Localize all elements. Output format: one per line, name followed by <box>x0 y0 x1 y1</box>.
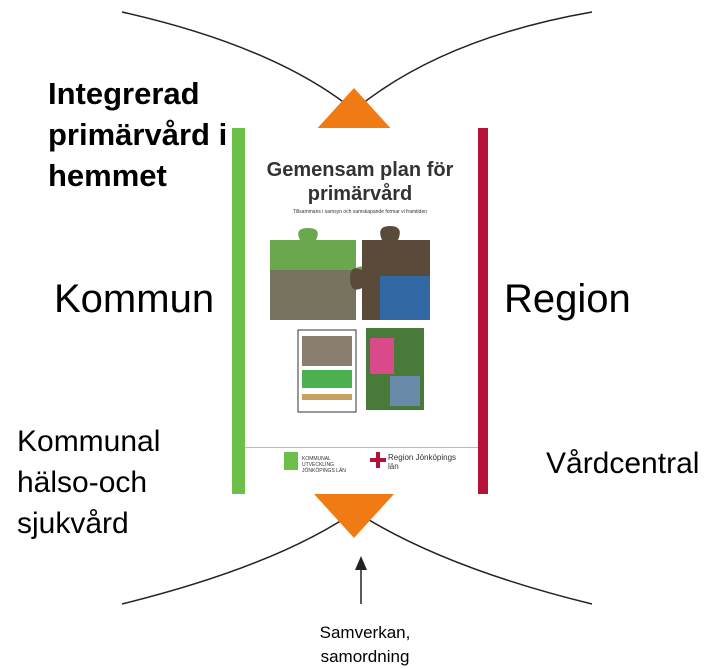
kommun-green-bar <box>232 128 245 494</box>
cover-footer-divider <box>245 447 478 448</box>
region-jonkoping-logo <box>370 452 386 468</box>
cover-subtitle: Tillsammans i samsyn och samskapande for… <box>292 209 428 215</box>
kommunal-utveckling-logo <box>284 452 298 470</box>
integrated-care-title-text: Integrerad primärvård i hemmet <box>48 76 228 193</box>
arrow-head <box>355 556 367 570</box>
overlap-bottom-triangle <box>314 494 394 538</box>
overlap-top-triangle <box>314 88 394 132</box>
kommun-label: Kommun <box>54 277 215 321</box>
cover-title: Gemensam plan för primärvård <box>266 159 454 205</box>
cover-footer-right-text: Region Jönköpings län <box>388 453 457 471</box>
samverkan-label: Samverkan, samordning <box>319 623 411 666</box>
region-label: Region <box>504 277 631 321</box>
cover-puzzle-photos <box>270 226 430 413</box>
integrated-care-title: Integrerad primärvård i hemmet <box>48 73 248 196</box>
region-red-bar <box>478 128 488 494</box>
cover-footer-left-text: KOMMUNAL UTVECKLING JÖNKÖPINGS LÄN <box>302 456 346 474</box>
kommunal-care-label: Kommunal hälso-och sjukvård <box>17 425 161 540</box>
vardcentral-label: Vårdcentral <box>546 447 700 480</box>
